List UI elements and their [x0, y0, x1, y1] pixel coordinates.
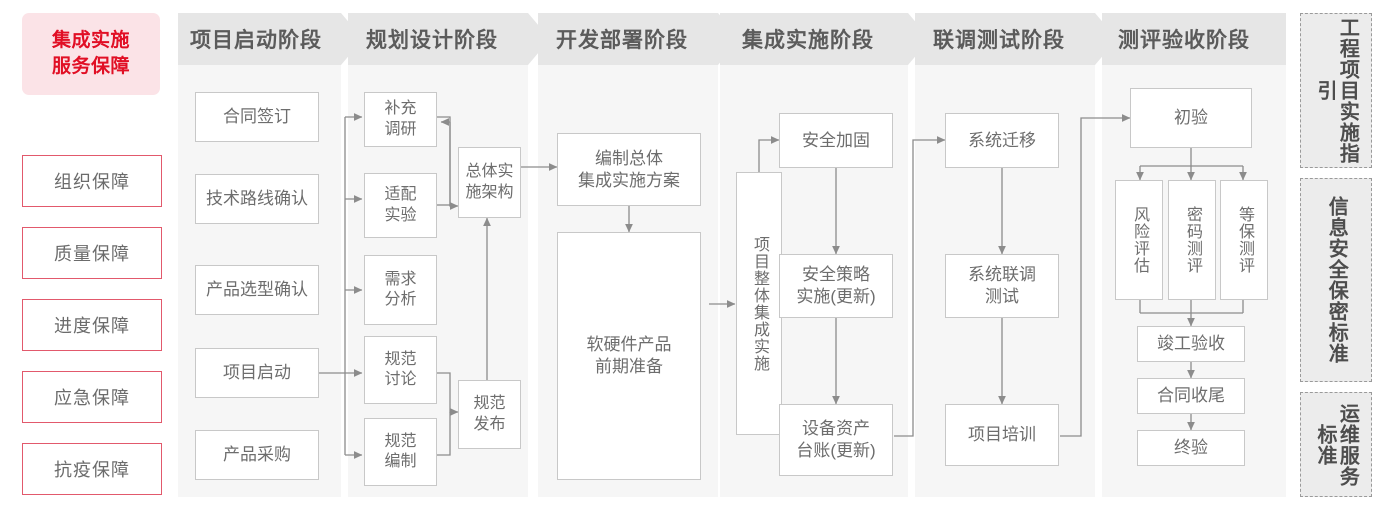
- stage-5-header-label: 联调测试阶段: [933, 29, 1065, 52]
- node-xitongliantiao-line2: 测试: [985, 287, 1019, 306]
- node-jishuluxian[interactable]: 技术路线确认: [195, 174, 319, 224]
- node-xuqiufenxi-line2: 分析: [384, 291, 417, 308]
- stage-2-header-label: 规划设计阶段: [366, 29, 498, 52]
- node-chuyan[interactable]: 初验: [1130, 88, 1252, 148]
- node-guifanfabu-line1: 规范: [473, 395, 506, 413]
- node-shebeizichan-line2: 台账(更新): [796, 441, 876, 460]
- stage-1-chevron-icon: [341, 13, 363, 65]
- stage-3-chevron-icon: [718, 13, 740, 65]
- left-panel-title-line2: 服务保障: [51, 56, 130, 77]
- node-buchongdiaoyan-line2: 调研: [384, 120, 417, 138]
- node-xuqiufenxi[interactable]: 需求分析: [364, 255, 437, 325]
- left-item-zuzhi[interactable]: 组织保障: [22, 155, 162, 207]
- stage-4-header-label: 集成实施阶段: [742, 29, 874, 52]
- node-chanpinxuanxing[interactable]: 产品选型确认: [195, 265, 319, 315]
- stage-6-header: 测评验收阶段: [1102, 13, 1286, 65]
- right-panel-xinxi-label: 信息安全保密标准: [1325, 196, 1348, 364]
- node-shebeizichan[interactable]: 设备资产台账(更新): [779, 404, 893, 476]
- node-xuqiufenxi-line1: 需求: [384, 270, 417, 288]
- node-zhongyan[interactable]: 终验: [1137, 430, 1245, 466]
- node-bianzhizongti-line2: 集成实施方案: [578, 170, 680, 190]
- right-panel-gongcheng-label: 工程项目实施指引: [1314, 17, 1359, 164]
- stage-3-header: 开发部署阶段: [538, 13, 718, 65]
- node-guifantaolun[interactable]: 规范讨论: [364, 336, 437, 404]
- node-dengbaoceping[interactable]: 等保测评: [1220, 180, 1268, 300]
- stage-1-header: 项目启动阶段: [178, 13, 341, 65]
- node-shebeizichan-line1: 设备资产: [801, 419, 870, 439]
- node-ruanyingjian[interactable]: 软硬件产品前期准备: [557, 232, 701, 480]
- node-jungongyanshou[interactable]: 竣工验收: [1137, 326, 1245, 362]
- right-panel-yunwei-label: 运维服务标准: [1314, 402, 1359, 487]
- node-ruanyingjian-line2: 前期准备: [595, 357, 663, 376]
- node-guifanfabu-line2: 发布: [473, 415, 506, 433]
- node-anquancelue-line2: 实施(更新): [796, 287, 876, 306]
- stage-2-chevron-icon: [528, 13, 550, 65]
- stage-3-header-label: 开发部署阶段: [556, 29, 688, 52]
- node-buchongdiaoyan[interactable]: 补充调研: [364, 92, 437, 147]
- node-xiangmuzhengti[interactable]: 项目整体集成实施: [736, 172, 782, 435]
- node-guifanbianzhi[interactable]: 规范编制: [364, 418, 437, 486]
- stage-6-header-label: 测评验收阶段: [1118, 29, 1250, 52]
- stage-2-header: 规划设计阶段: [348, 13, 528, 65]
- node-anquancelue-line1: 安全策略: [801, 265, 870, 285]
- left-item-jindu[interactable]: 进度保障: [22, 299, 162, 351]
- node-guifantaolun-line2: 讨论: [384, 371, 417, 388]
- node-bianzhizongti[interactable]: 编制总体集成实施方案: [557, 133, 701, 206]
- node-zongtishishi-line2: 施架构: [465, 183, 514, 201]
- left-item-zhiliang[interactable]: 质量保障: [22, 227, 162, 279]
- node-buchongdiaoyan-line1: 补充: [384, 100, 417, 118]
- stage-5-chevron-icon: [1095, 13, 1117, 65]
- node-guifanbianzhi-line2: 编制: [384, 453, 417, 470]
- node-guifantaolun-line1: 规范: [384, 350, 417, 368]
- node-xiangmupeixun[interactable]: 项目培训: [945, 404, 1059, 466]
- node-xitongliantiao-line1: 系统联调: [968, 265, 1036, 285]
- node-guifanfabu[interactable]: 规范发布: [458, 380, 521, 449]
- node-chanpincaigou[interactable]: 产品采购: [195, 430, 319, 480]
- node-mimaceping[interactable]: 密码测评: [1168, 180, 1216, 300]
- node-zongtishishi-line1: 总体实: [465, 163, 514, 181]
- node-zongtishishi[interactable]: 总体实施架构: [458, 147, 521, 218]
- left-item-yingji[interactable]: 应急保障: [22, 371, 162, 423]
- left-item-kangyi[interactable]: 抗疫保障: [22, 443, 162, 495]
- stage-4-header: 集成实施阶段: [720, 13, 908, 65]
- stage-4-chevron-icon: [908, 13, 930, 65]
- stage-1-header-label: 项目启动阶段: [190, 29, 322, 52]
- node-shipeishiyan-line2: 实验: [384, 206, 417, 224]
- right-panel-yunwei[interactable]: 运维服务标准: [1300, 392, 1372, 497]
- node-shipeishiyan-line1: 适配: [384, 186, 417, 204]
- left-panel-title: 集成实施 服务保障: [22, 13, 160, 95]
- node-hetongqianding[interactable]: 合同签订: [195, 92, 319, 142]
- right-panel-xinxi[interactable]: 信息安全保密标准: [1300, 178, 1372, 382]
- right-panel-gongcheng[interactable]: 工程项目实施指引: [1300, 13, 1372, 168]
- node-guifanbianzhi-line1: 规范: [384, 432, 417, 450]
- node-anquanjiagu[interactable]: 安全加固: [779, 113, 893, 168]
- node-xitongqianyi[interactable]: 系统迁移: [945, 113, 1059, 168]
- node-bianzhizongti-line1: 编制总体: [595, 148, 663, 168]
- node-shipeishiyan[interactable]: 适配实验: [364, 173, 437, 238]
- node-fengxianpinggu[interactable]: 风险评估: [1115, 180, 1163, 300]
- node-hetongshouwei[interactable]: 合同收尾: [1137, 378, 1245, 414]
- node-ruanyingjian-line1: 软硬件产品: [586, 335, 672, 355]
- left-panel-title-line1: 集成实施: [51, 30, 130, 52]
- node-xiangmuqidong[interactable]: 项目启动: [195, 348, 319, 398]
- node-anquancelue[interactable]: 安全策略实施(更新): [779, 254, 893, 318]
- stage-1-body: [178, 13, 341, 497]
- stage-5-header: 联调测试阶段: [915, 13, 1095, 65]
- node-xitongliantiao[interactable]: 系统联调测试: [945, 254, 1059, 318]
